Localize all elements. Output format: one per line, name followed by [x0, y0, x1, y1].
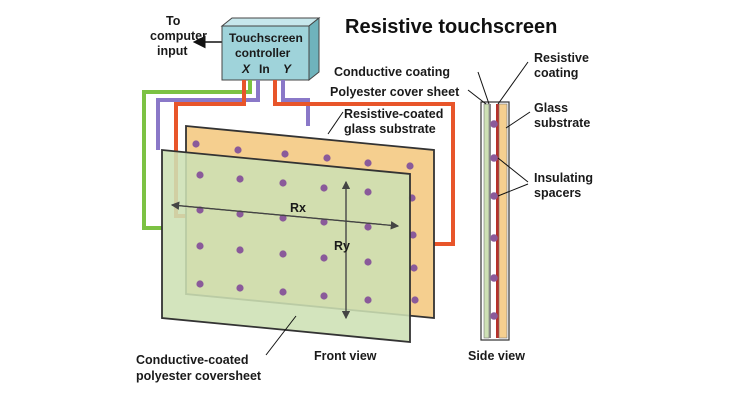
spacer-dot	[279, 179, 287, 187]
spacer-dot	[234, 146, 242, 154]
spacer-dot	[323, 154, 331, 162]
diagram-title: Resistive touchscreen	[345, 16, 557, 38]
ry-label: Ry	[334, 239, 350, 253]
side-spacer-dot	[490, 154, 498, 162]
spacer-dot	[409, 231, 417, 239]
polyester-cover-label: Polyester cover sheet	[330, 85, 460, 99]
spacer-dot	[192, 140, 200, 148]
coversheet-spacer-dots	[196, 171, 372, 304]
side-view-cross-section	[480, 101, 510, 341]
resistive-coating-leader	[497, 61, 529, 105]
side-conductive-layer	[489, 104, 491, 338]
spacer-dot	[196, 280, 204, 288]
controller-line2: controller	[235, 46, 291, 60]
side-spacer-dot	[490, 120, 498, 128]
glass-label-line2: glass substrate	[344, 122, 436, 136]
spacer-dot	[364, 296, 372, 304]
spacer-dot	[281, 150, 289, 158]
side-view-label: Side view	[468, 349, 525, 363]
spacer-dot	[279, 288, 287, 296]
spacer-dot	[320, 254, 328, 262]
spacer-dot	[196, 242, 204, 250]
spacer-dot	[320, 218, 328, 226]
glass-label-leader	[327, 111, 344, 135]
glass-label-line1: Resistive-coated	[344, 107, 443, 121]
rx-arrow-right	[171, 204, 400, 230]
controller-line1: Touchscreen	[229, 31, 303, 45]
spacer-dot	[364, 159, 372, 167]
spacer-dot	[320, 292, 328, 300]
controller-x-label: X	[241, 62, 251, 76]
wire-green	[142, 80, 252, 230]
touchscreen-controller: Touchscreen controller X In Y	[220, 16, 321, 82]
spacer-dot	[406, 162, 414, 170]
spacer-leader-2	[497, 183, 529, 197]
output-label-line1: To	[166, 14, 181, 28]
side-polyester-layer	[483, 103, 490, 339]
glass-substrate-label-line1: Glass	[534, 101, 568, 115]
glass-spacer-dots	[192, 140, 419, 304]
polyester-cover-leader	[467, 89, 487, 105]
resistive-coating-label-line1: Resistive	[534, 51, 589, 65]
spacer-dot	[320, 184, 328, 192]
coversheet-label-leader	[265, 315, 297, 356]
side-spacer-dot	[490, 274, 498, 282]
side-resistive-layer	[496, 104, 499, 338]
spacer-dot	[364, 188, 372, 196]
wire-purple-left	[156, 80, 260, 150]
side-spacer-dot	[490, 312, 498, 320]
controller-in-label: In	[259, 62, 270, 76]
coversheet-label-line2: polyester coversheet	[136, 369, 262, 383]
spacer-dot	[279, 250, 287, 258]
front-view-label: Front view	[314, 349, 377, 363]
output-label-line2: computer	[150, 29, 207, 43]
side-glass-layer	[498, 103, 508, 339]
spacer-dot	[236, 284, 244, 292]
side-spacer-dot	[490, 234, 498, 242]
coversheet-panel	[161, 149, 411, 343]
resistive-coating-label-line2: coating	[534, 66, 578, 80]
insulating-spacers-label-line1: Insulating	[534, 171, 593, 185]
conductive-coating-label: Conductive coating	[334, 65, 450, 79]
wire-purple-right	[281, 80, 310, 126]
spacer-dot	[236, 175, 244, 183]
spacer-dot	[364, 223, 372, 231]
spacer-leader-1	[497, 157, 529, 183]
spacer-dot	[236, 210, 244, 218]
glass-substrate-label-line2: substrate	[534, 116, 590, 130]
spacer-dot	[236, 246, 244, 254]
insulating-spacers-label-line2: spacers	[534, 186, 581, 200]
spacer-dot	[411, 296, 419, 304]
conductive-coating-leader	[477, 71, 490, 105]
rx-label: Rx	[290, 201, 306, 215]
spacer-dot	[410, 264, 418, 272]
spacer-dot	[196, 171, 204, 179]
controller-y-label: Y	[283, 62, 292, 76]
spacer-dot	[279, 214, 287, 222]
output-label-line3: input	[157, 44, 188, 58]
wire-orange-right	[273, 80, 455, 246]
coversheet-label-line1: Conductive-coated	[136, 353, 249, 367]
side-spacer-dot	[490, 192, 498, 200]
glass-substrate-leader	[505, 111, 531, 129]
spacer-dot	[364, 258, 372, 266]
